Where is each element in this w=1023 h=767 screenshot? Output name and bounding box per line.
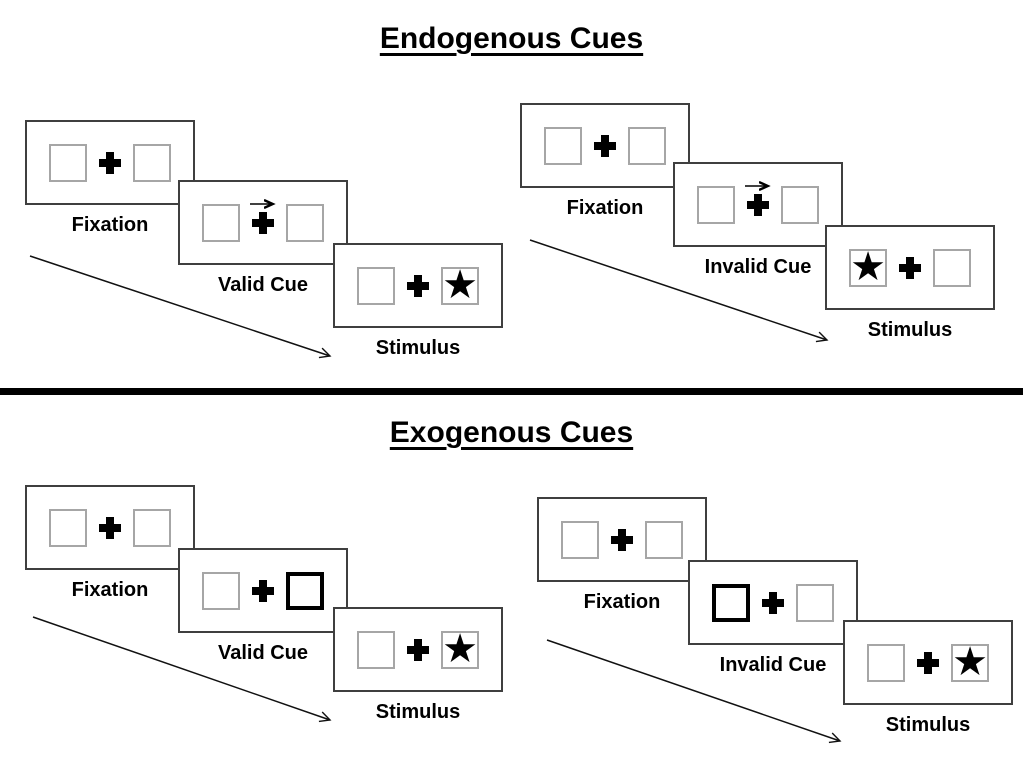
placeholder-box-right xyxy=(933,248,971,287)
placeholder-box-left xyxy=(561,520,599,559)
screen-frame: ★ xyxy=(825,225,995,310)
fixation-panel: Fixation xyxy=(25,485,195,602)
valid-cue-panel: Valid Cue xyxy=(178,180,348,297)
screen-frame xyxy=(537,497,707,582)
screen-frame xyxy=(178,548,348,633)
peripheral-cue-box-left xyxy=(712,583,750,622)
fixation-cross-icon xyxy=(611,528,633,551)
fixation-cross-icon xyxy=(594,134,616,157)
fixation-cross-icon xyxy=(747,193,769,216)
placeholder-box-left xyxy=(49,143,87,182)
panel-label: Valid Cue xyxy=(217,274,309,296)
screen-frame xyxy=(520,103,690,188)
invalid-cue-panel: Invalid Cue xyxy=(673,162,843,279)
panel-label: Fixation xyxy=(566,197,644,219)
screen-frame xyxy=(688,560,858,645)
placeholder-box-left xyxy=(697,185,735,224)
target-box-left: ★ xyxy=(849,244,887,289)
fixation-panel: Fixation xyxy=(25,120,195,237)
star-target-icon: ★ xyxy=(442,262,478,307)
target-box-right: ★ xyxy=(951,639,989,684)
placeholder-box-right xyxy=(133,143,171,182)
placeholder-box-right xyxy=(628,126,666,165)
panel-label: Valid Cue xyxy=(217,642,309,664)
section-divider xyxy=(0,388,1023,395)
stimulus-panel: ★ Stimulus xyxy=(825,225,995,342)
invalid-cue-panel: Invalid Cue xyxy=(688,560,858,677)
peripheral-cue-box-right xyxy=(286,571,324,610)
star-target-icon: ★ xyxy=(850,244,886,289)
panel-label: Fixation xyxy=(71,579,149,601)
panel-label: Stimulus xyxy=(375,337,461,359)
panel-label: Fixation xyxy=(71,214,149,236)
fixation-cross-icon xyxy=(917,651,939,674)
fixation-cross-icon xyxy=(407,274,429,297)
stimulus-panel: ★ Stimulus xyxy=(333,607,503,724)
cue-arrow-right-icon xyxy=(745,179,773,191)
placeholder-box-left xyxy=(544,126,582,165)
panel-label: Stimulus xyxy=(867,319,953,341)
panel-label: Fixation xyxy=(583,591,661,613)
screen-frame xyxy=(673,162,843,247)
endogenous-section-title: Endogenous Cues xyxy=(0,22,1023,56)
fixation-cross-icon xyxy=(252,579,274,602)
placeholder-box-right xyxy=(645,520,683,559)
exogenous-title-text: Exogenous Cues xyxy=(389,416,634,449)
screen-frame: ★ xyxy=(843,620,1013,705)
fixation-cross-icon xyxy=(407,638,429,661)
placeholder-box-left xyxy=(357,630,395,669)
placeholder-box-right xyxy=(781,185,819,224)
fixation-cross-icon xyxy=(762,591,784,614)
fixation-cross-icon xyxy=(252,211,274,234)
panel-label: Invalid Cue xyxy=(719,654,827,676)
fixation-cross-icon xyxy=(899,256,921,279)
screen-frame xyxy=(25,485,195,570)
screen-frame: ★ xyxy=(333,243,503,328)
stimulus-panel: ★ Stimulus xyxy=(843,620,1013,737)
fixation-panel: Fixation xyxy=(520,103,690,220)
endogenous-title-text: Endogenous Cues xyxy=(379,22,644,55)
fixation-cross-icon xyxy=(99,151,121,174)
star-target-icon: ★ xyxy=(952,639,988,684)
placeholder-box-left xyxy=(867,643,905,682)
star-target-icon: ★ xyxy=(442,626,478,671)
target-box-right: ★ xyxy=(441,626,479,671)
fixation-panel: Fixation xyxy=(537,497,707,614)
placeholder-box-right xyxy=(796,583,834,622)
screen-frame: ★ xyxy=(333,607,503,692)
panel-label: Stimulus xyxy=(885,714,971,736)
cue-arrow-right-icon xyxy=(250,197,278,209)
placeholder-box-right xyxy=(286,203,324,242)
placeholder-box-left xyxy=(49,508,87,547)
panel-label: Invalid Cue xyxy=(704,256,812,278)
fixation-cross-icon xyxy=(99,516,121,539)
placeholder-box-right xyxy=(133,508,171,547)
screen-frame xyxy=(178,180,348,265)
placeholder-box-left xyxy=(202,203,240,242)
placeholder-box-left xyxy=(202,571,240,610)
target-box-right: ★ xyxy=(441,262,479,307)
screen-frame xyxy=(25,120,195,205)
stimulus-panel: ★ Stimulus xyxy=(333,243,503,360)
exogenous-section-title: Exogenous Cues xyxy=(0,416,1023,450)
placeholder-box-left xyxy=(357,266,395,305)
valid-cue-panel: Valid Cue xyxy=(178,548,348,665)
panel-label: Stimulus xyxy=(375,701,461,723)
